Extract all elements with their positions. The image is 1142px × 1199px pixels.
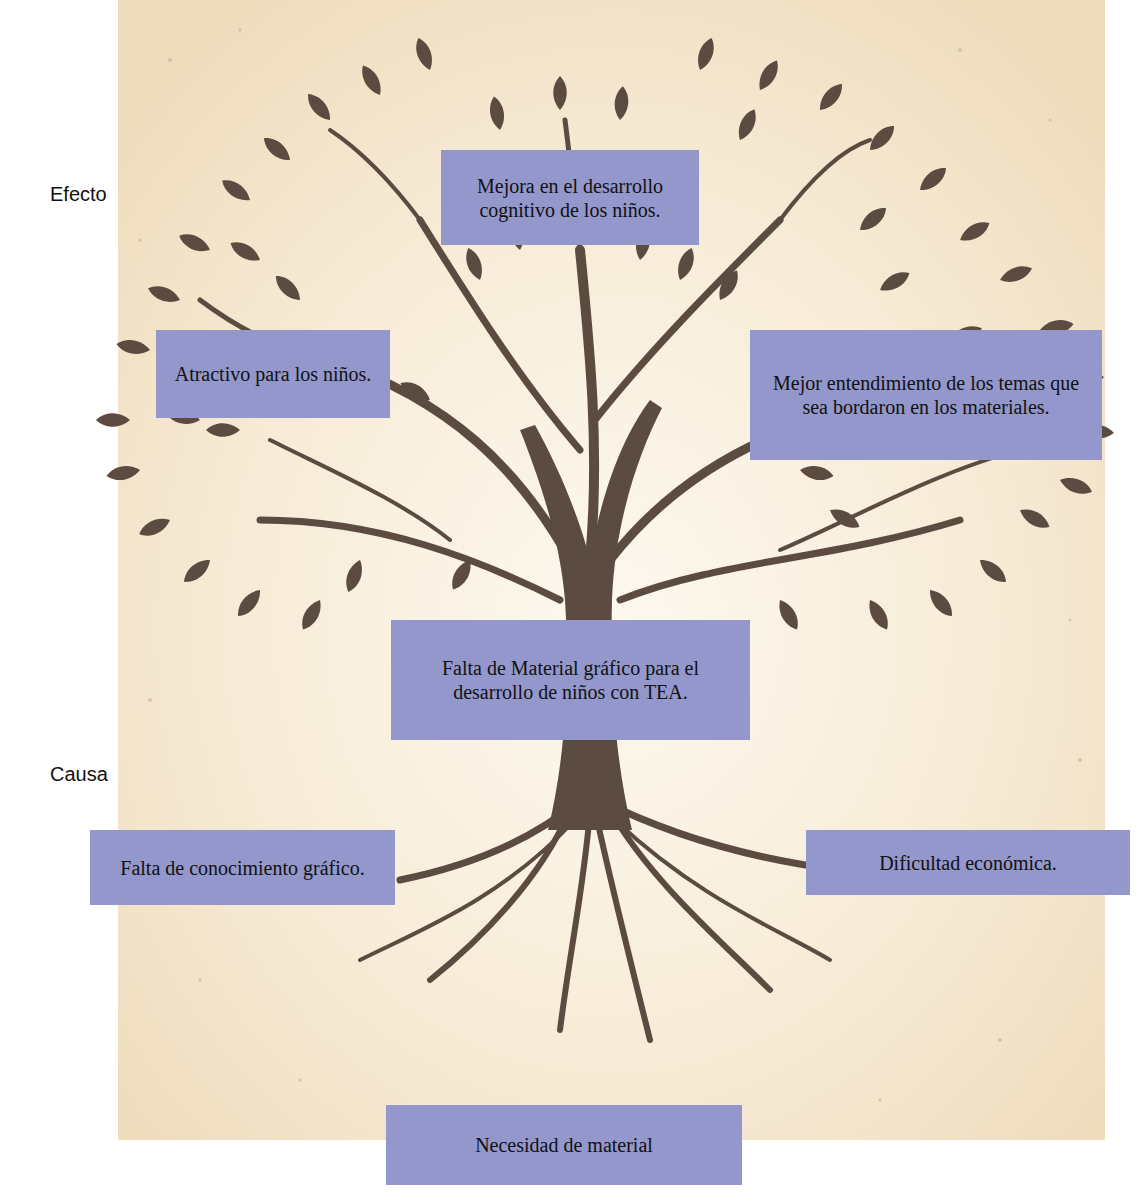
box-text: Atractivo para los niños. (175, 362, 372, 386)
side-label: Efecto (50, 183, 107, 206)
side-label: Causa (50, 763, 108, 786)
text-box: Mejor entendimiento de los temas que sea… (750, 330, 1102, 460)
text-box: Mejora en el desarrollo cognitivo de los… (441, 150, 699, 245)
box-text: Mejora en el desarrollo cognitivo de los… (453, 174, 687, 222)
text-box: Falta de conocimiento gráfico. (90, 830, 395, 905)
box-text: Mejor entendimiento de los temas que sea… (762, 371, 1090, 419)
box-text: Falta de Material gráfico para el desarr… (403, 656, 738, 704)
text-box: Falta de Material gráfico para el desarr… (391, 620, 750, 740)
box-text: Necesidad de material (475, 1133, 653, 1157)
box-text: Dificultad económica. (879, 851, 1057, 875)
text-box: Necesidad de material (386, 1105, 742, 1185)
text-box: Dificultad económica. (806, 830, 1130, 895)
box-text: Falta de conocimiento gráfico. (120, 856, 364, 880)
text-box: Atractivo para los niños. (156, 330, 390, 418)
